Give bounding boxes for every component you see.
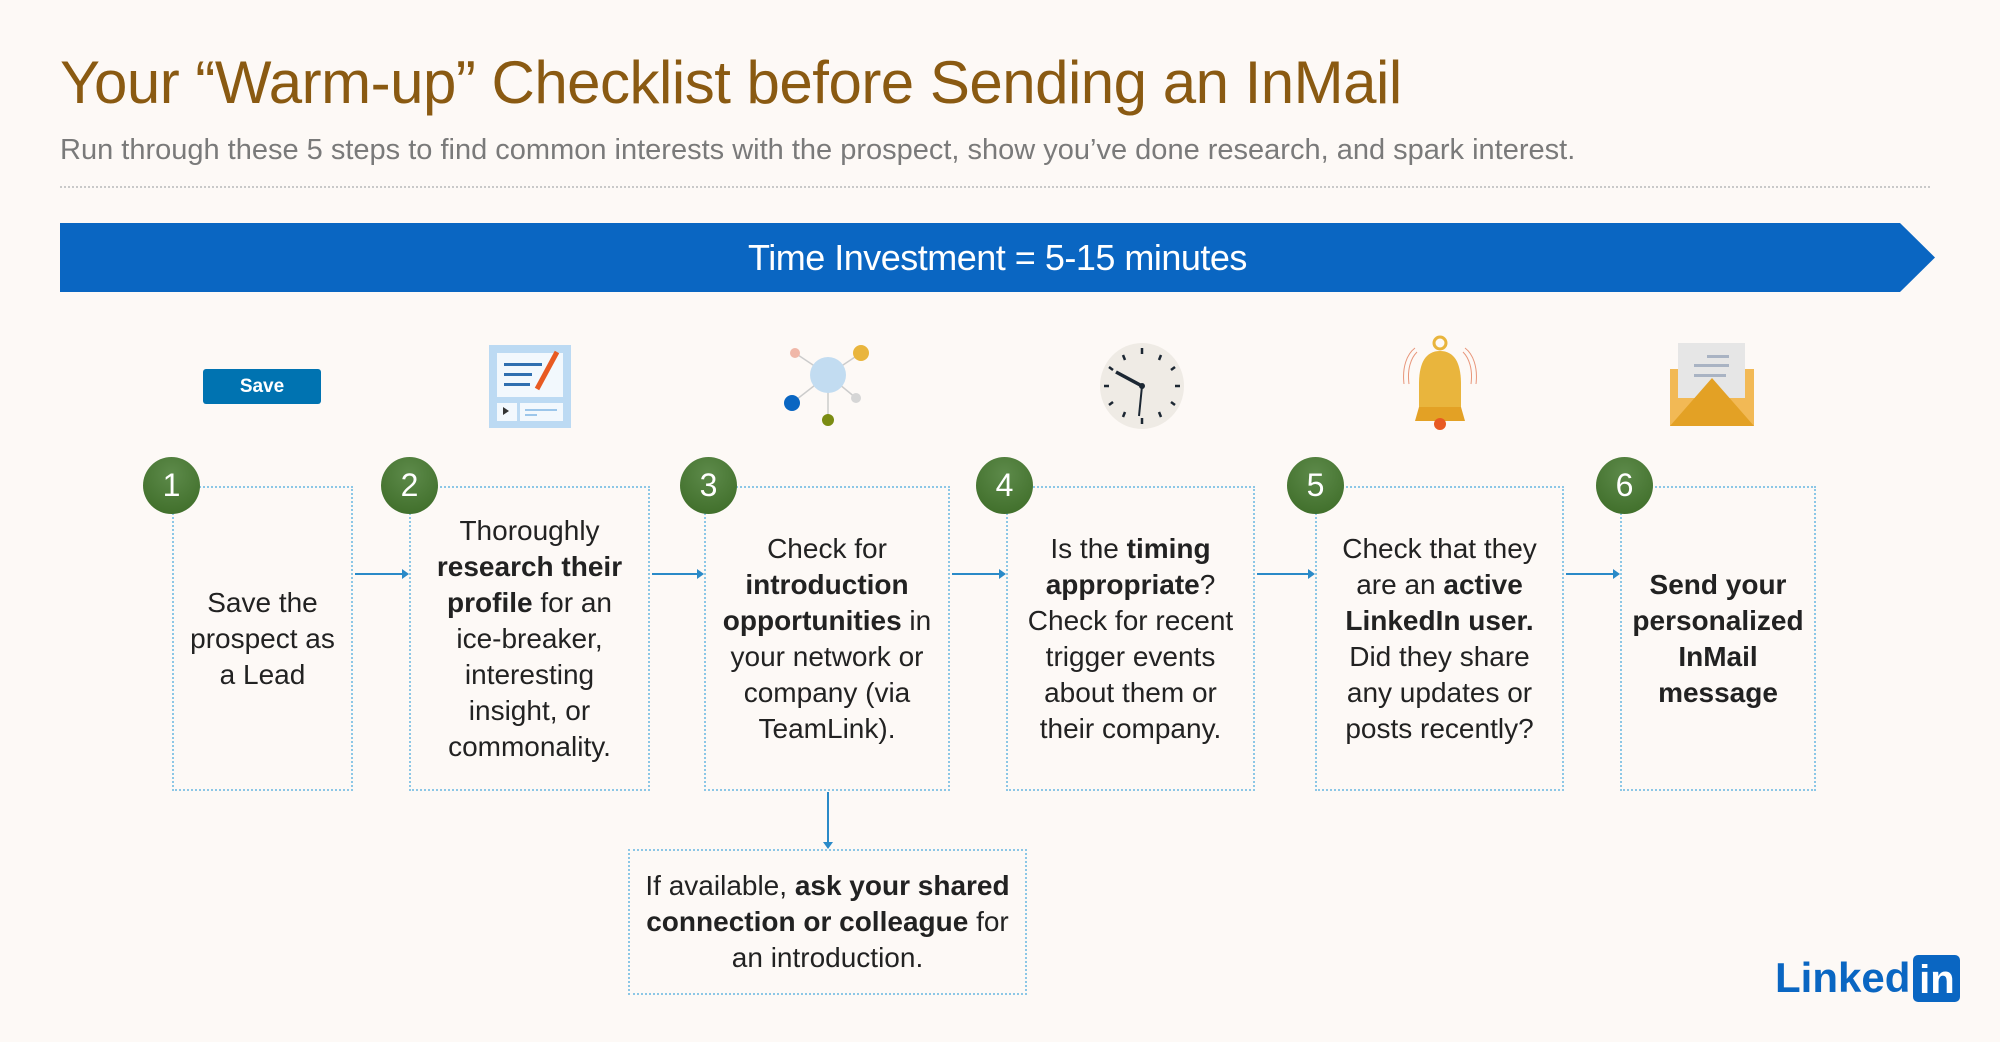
flow-arrow <box>652 569 704 579</box>
step-text: Check for <box>767 532 887 564</box>
step-box-5: Check that they are an active LinkedIn u… <box>1315 486 1564 791</box>
linkedin-logo: Linked in <box>1775 954 1961 1002</box>
emphasis-text: research their profile <box>436 550 623 618</box>
profile-document-icon <box>489 345 571 428</box>
step-text: If available, <box>645 870 795 901</box>
step-number-badge: 1 <box>143 457 200 514</box>
page-title: Your “Warm-up” Checklist before Sending … <box>60 49 1402 116</box>
step-text: Is the <box>1050 532 1127 564</box>
flow-arrow-down <box>823 792 833 849</box>
logo-badge: in <box>1913 954 1961 1002</box>
step-box-1: Save the prospect as a Lead <box>172 486 353 791</box>
step-text: for an ice-breaker, interesting insight,… <box>448 586 612 762</box>
divider <box>60 186 1930 188</box>
step-number-badge: 4 <box>976 457 1033 514</box>
step-text: Did they share any updates or posts rece… <box>1345 640 1534 744</box>
step-text: in your network or company (via TeamLink… <box>730 604 932 744</box>
step-box-3: Check for introduction opportunities in … <box>704 486 950 791</box>
step-number-badge: 6 <box>1596 457 1653 514</box>
emphasis-text: active LinkedIn user. <box>1345 568 1534 636</box>
step-box-4: Is the timing appropriate? Check for rec… <box>1006 486 1255 791</box>
intro-request-box: If available, ask your shared connection… <box>628 849 1027 995</box>
envelope-icon <box>1670 343 1754 426</box>
flow-arrow <box>1566 569 1620 579</box>
flow-arrow <box>1257 569 1315 579</box>
time-investment-banner: Time Investment = 5-15 minutes <box>60 223 1935 292</box>
logo-text: Linked <box>1775 954 1911 1001</box>
emphasis-text: ask your shared connection or colleague <box>646 870 1010 937</box>
step-box-2: Thoroughly research their profile for an… <box>409 486 650 791</box>
flow-arrow <box>355 569 409 579</box>
step-box-6: Send your personalized InMail message <box>1620 486 1816 791</box>
step-number-badge: 5 <box>1287 457 1344 514</box>
step-text: Save the prospect as a Lead <box>190 586 335 690</box>
banner-text: Time Investment = 5-15 minutes <box>748 236 1247 278</box>
network-icon <box>784 345 869 426</box>
flow-arrow <box>952 569 1006 579</box>
step-text: ? Check for recent trigger events about … <box>1027 568 1234 744</box>
clock-icon <box>1100 343 1184 429</box>
step-text: Thoroughly <box>459 514 600 546</box>
step-text: for an introduction. <box>731 906 1009 973</box>
save-button[interactable]: Save <box>203 369 321 404</box>
emphasis-text: introduction opportunities <box>722 568 909 636</box>
step-number-badge: 2 <box>381 457 438 514</box>
bell-icon <box>1403 335 1477 430</box>
emphasis-text: timing appropriate <box>1045 532 1211 600</box>
step-number-badge: 3 <box>680 457 737 514</box>
step-text: Check that they are an <box>1342 532 1537 600</box>
page-subtitle: Run through these 5 steps to find common… <box>60 134 1576 166</box>
emphasis-text: Send your personalized InMail message <box>1632 568 1804 708</box>
